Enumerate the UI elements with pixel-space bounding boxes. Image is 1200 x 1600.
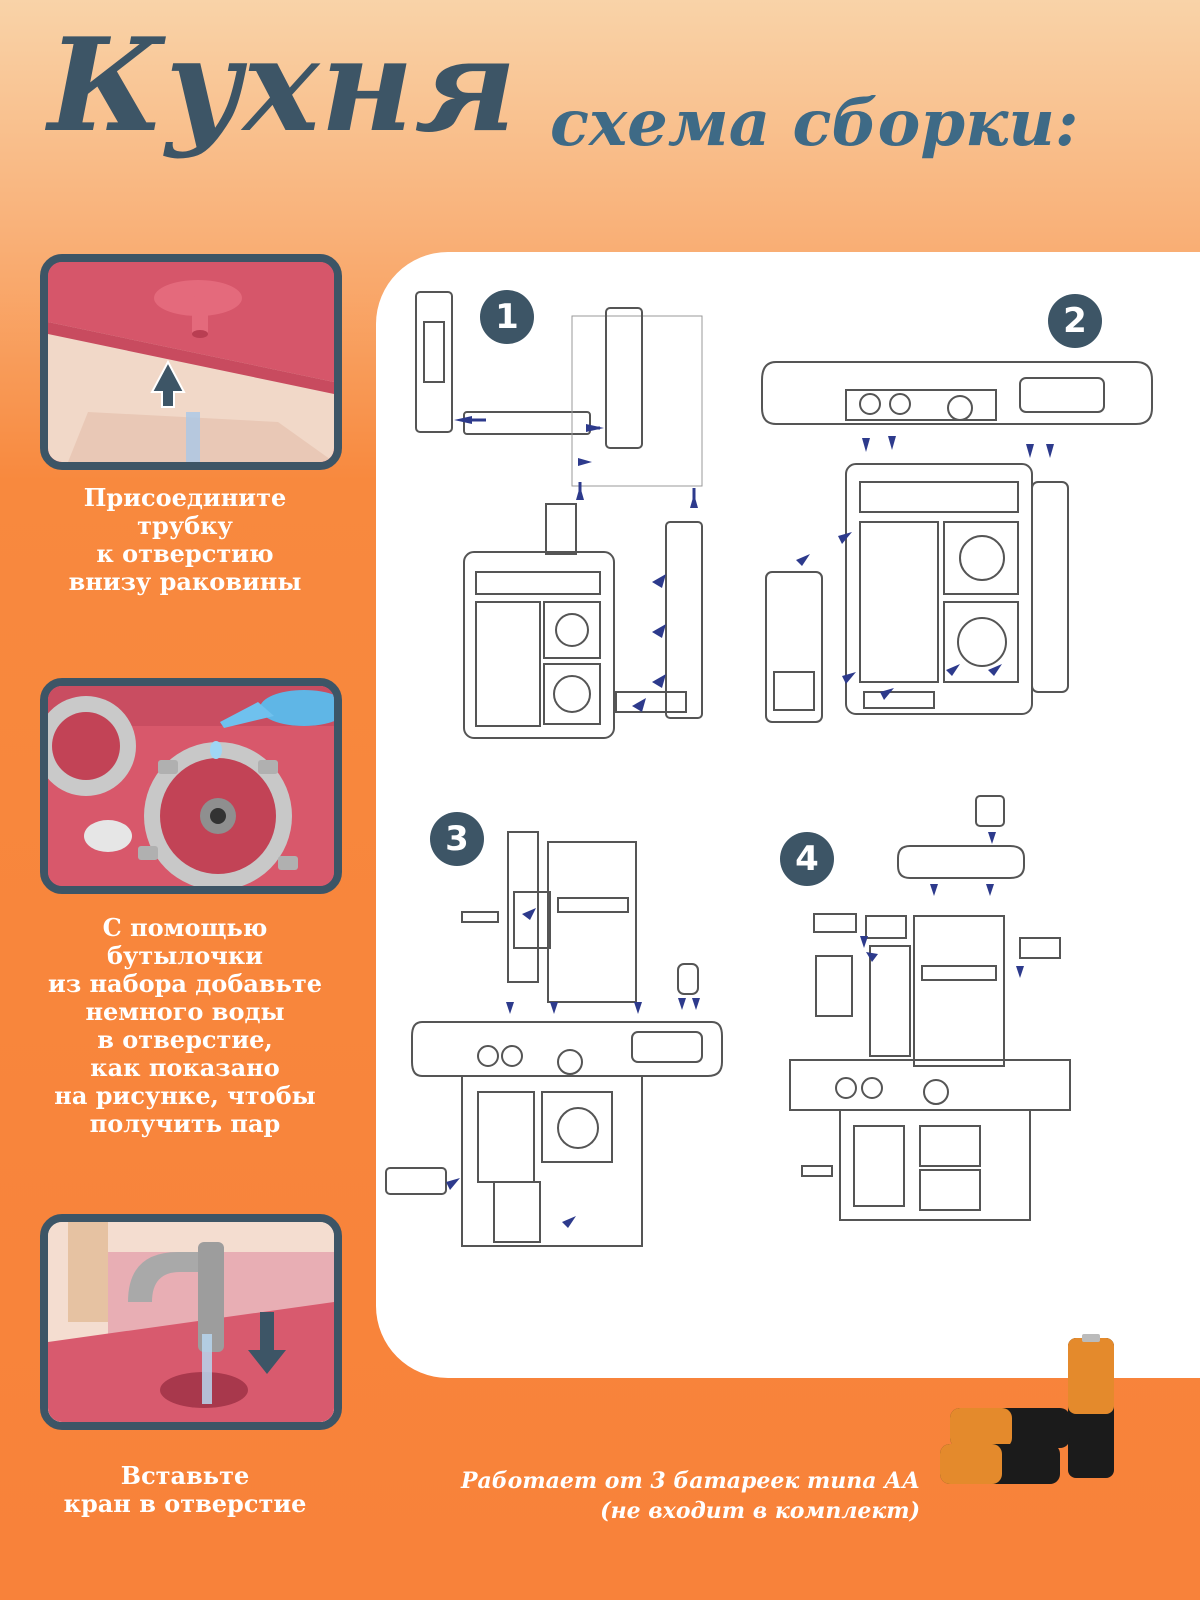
step-badge-3: 3 (430, 812, 484, 866)
faucet-illustration (48, 1222, 334, 1422)
page-subtitle: схема сборки: (550, 86, 1079, 161)
tip-caption-faucet: Вставьте кран в отверстие (63, 1461, 307, 1518)
tip-caption-pipe: Присоедините трубку к отверстию внизу ра… (68, 483, 302, 596)
tip-photo-faucet (40, 1214, 342, 1430)
step-badge-2: 2 (1048, 294, 1102, 348)
step-3-diagram (385, 831, 723, 1247)
step-badge-1: 1 (480, 290, 534, 344)
assembly-diagram-panel: 1 2 3 4 (376, 252, 1200, 1378)
step-1-diagram (415, 291, 703, 739)
sink-pipe-illustration (48, 262, 334, 462)
page-title: Кухня (48, 11, 518, 161)
step-4-diagram (789, 795, 1071, 1221)
battery-note: Работает от 3 батареек типа АА (не входи… (430, 1466, 920, 1526)
tip-photo-steam (40, 678, 342, 894)
tip-caption-steam: С помощью бутылочки из набора добавьте н… (48, 913, 322, 1138)
step-badge-4: 4 (780, 832, 834, 886)
tip-photo-pipe (40, 254, 342, 470)
battery-note-line-1: Работает от 3 батареек типа АА (460, 1468, 920, 1494)
batteries-illustration (940, 1334, 1114, 1484)
step-2-diagram (761, 361, 1153, 723)
battery-note-line-2: (не входит в комплект) (600, 1498, 920, 1524)
burner-water-illustration (48, 686, 334, 886)
